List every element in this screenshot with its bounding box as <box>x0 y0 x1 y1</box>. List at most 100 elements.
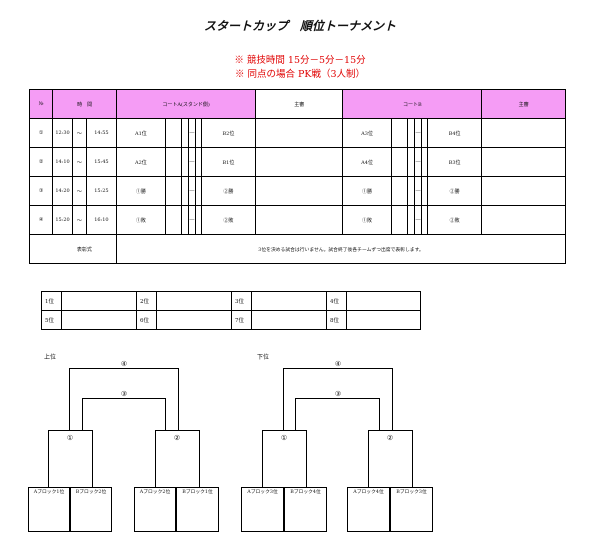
lower-leaf-1: Aブロック3位 <box>241 487 284 532</box>
rank-cell-2 <box>156 291 232 311</box>
rank-cell-7 <box>251 310 327 330</box>
rank-cell-4 <box>346 291 421 311</box>
time-separator: ～ <box>71 205 87 235</box>
court-b-team-left: A3位 <box>342 118 392 148</box>
start-time: 15:20 <box>52 205 73 235</box>
rank-label-5: 5位 <box>41 310 62 330</box>
court-a-narrow-1 <box>180 205 189 235</box>
match-number: ② <box>28 147 54 177</box>
court-b-team-right: ②敗 <box>426 205 483 235</box>
ceremony-blank <box>28 234 53 264</box>
court-b-narrow-1 <box>407 118 416 148</box>
court-b-dash-left-cell <box>390 205 409 235</box>
court-b-narrow-1 <box>407 205 416 235</box>
rank-label-7: 7位 <box>231 310 252 330</box>
lower-final-line <box>283 368 393 430</box>
ceremony-text: 3位を決める試合は行いません。試合終了後各チームずつ出席で表彰します。 <box>116 234 566 264</box>
court-b-referee <box>481 147 566 177</box>
end-time: 16:10 <box>85 205 118 235</box>
court-a-vs-dash: ― <box>187 176 196 206</box>
court-a-vs-dash: ― <box>187 147 196 177</box>
court-b-vs-dash: ― <box>414 147 423 177</box>
rank-label-3: 3位 <box>231 291 252 311</box>
upper-leaf-1: Aブロック1位 <box>28 487 70 532</box>
lower-semi-number: ③ <box>334 390 342 398</box>
court-a-narrow-1 <box>180 147 189 177</box>
upper-match2-number: ② <box>173 434 181 442</box>
court-b-narrow-1 <box>407 176 416 206</box>
court-b-team-left: ①勝 <box>342 176 392 206</box>
court-a-dash-left-cell <box>164 118 182 148</box>
court-a-team-left: A1位 <box>116 118 166 148</box>
lower-leaf-4: Bブロック3位 <box>390 487 433 532</box>
header-referee-a: 主審 <box>255 89 344 119</box>
ceremony-row: 表彰式 3位を決める試合は行いません。試合終了後各チームずつ出席で表彰します。 <box>28 234 566 264</box>
court-b-team-left: ①敗 <box>342 205 392 235</box>
court-a-team-left: A2位 <box>116 147 166 177</box>
rank-cell-3 <box>251 291 327 311</box>
rank-label-2: 2位 <box>136 291 157 311</box>
court-b-team-right: B4位 <box>426 118 483 148</box>
court-b-narrow-1 <box>407 147 416 177</box>
lower-final-number: ④ <box>334 360 342 368</box>
upper-leaf-4: Bブロック1位 <box>176 487 219 532</box>
court-a-narrow-1 <box>180 176 189 206</box>
court-b-vs-dash: ― <box>414 118 423 148</box>
lower-bracket-label: 下位 <box>257 354 270 361</box>
rule-note-pk: ※ 同点の場合 PK戦（3人制） <box>234 69 366 80</box>
upper-semi-line <box>82 398 166 430</box>
time-separator: ～ <box>71 147 87 177</box>
lower-match1-number: ① <box>280 434 288 442</box>
rank-label-8: 8位 <box>326 310 347 330</box>
schedule-header-row: № 時 間 コートA(スタンド側) 主審 コートB 主審 <box>28 89 566 119</box>
court-a-narrow-1 <box>180 118 189 148</box>
court-b-dash-left-cell <box>390 118 409 148</box>
court-b-referee <box>481 205 566 235</box>
court-a-team-right: B2位 <box>200 118 257 148</box>
lower-semi-line <box>295 398 380 430</box>
time-separator: ～ <box>71 176 87 206</box>
court-b-dash-left-cell <box>390 147 409 177</box>
header-referee-b: 主審 <box>481 89 566 119</box>
match-number: ① <box>28 118 54 148</box>
court-b-referee <box>481 118 566 148</box>
court-a-team-right: ②勝 <box>200 176 257 206</box>
court-a-dash-left-cell <box>164 205 182 235</box>
upper-final-number: ④ <box>120 360 128 368</box>
header-court-a: コートA(スタンド側) <box>115 89 257 119</box>
rank-cell-8 <box>346 310 421 330</box>
page-title: スタートカップ 順位トーナメント <box>203 19 396 33</box>
header-court-b: コートB <box>342 89 483 119</box>
lower-match2-box <box>368 430 413 487</box>
match-number: ③ <box>28 176 54 206</box>
rank-label-4: 4位 <box>326 291 347 311</box>
lower-leaf-3: Aブロック4位 <box>347 487 390 532</box>
court-a-referee <box>255 147 344 177</box>
end-time: 15:45 <box>85 147 118 177</box>
court-b-team-right: ②勝 <box>426 176 483 206</box>
rule-note-time: ※ 競技時間 15分－5分－15分 <box>234 55 366 66</box>
rank-cell-1 <box>61 291 137 311</box>
header-time: 時 間 <box>52 89 117 119</box>
rank-cell-5 <box>61 310 137 330</box>
court-b-team-left: A4位 <box>342 147 392 177</box>
upper-leaf-2: Bブロック2位 <box>70 487 112 532</box>
upper-final-line <box>69 368 179 430</box>
rank-label-1: 1位 <box>41 291 62 311</box>
court-a-team-right: ②敗 <box>200 205 257 235</box>
upper-match1-number: ① <box>66 434 74 442</box>
lower-match2-number: ② <box>386 434 394 442</box>
rank-table: 1位 2位 3位 4位 5位 6位 7位 8位 <box>41 291 421 330</box>
court-a-dash-left-cell <box>164 176 182 206</box>
court-b-vs-dash: ― <box>414 176 423 206</box>
upper-leaf-3: Aブロック2位 <box>134 487 176 532</box>
court-b-referee <box>481 176 566 206</box>
court-a-team-left: ①勝 <box>116 176 166 206</box>
court-b-dash-left-cell <box>390 176 409 206</box>
end-time: 15:25 <box>85 176 118 206</box>
upper-match1-box <box>48 430 93 487</box>
